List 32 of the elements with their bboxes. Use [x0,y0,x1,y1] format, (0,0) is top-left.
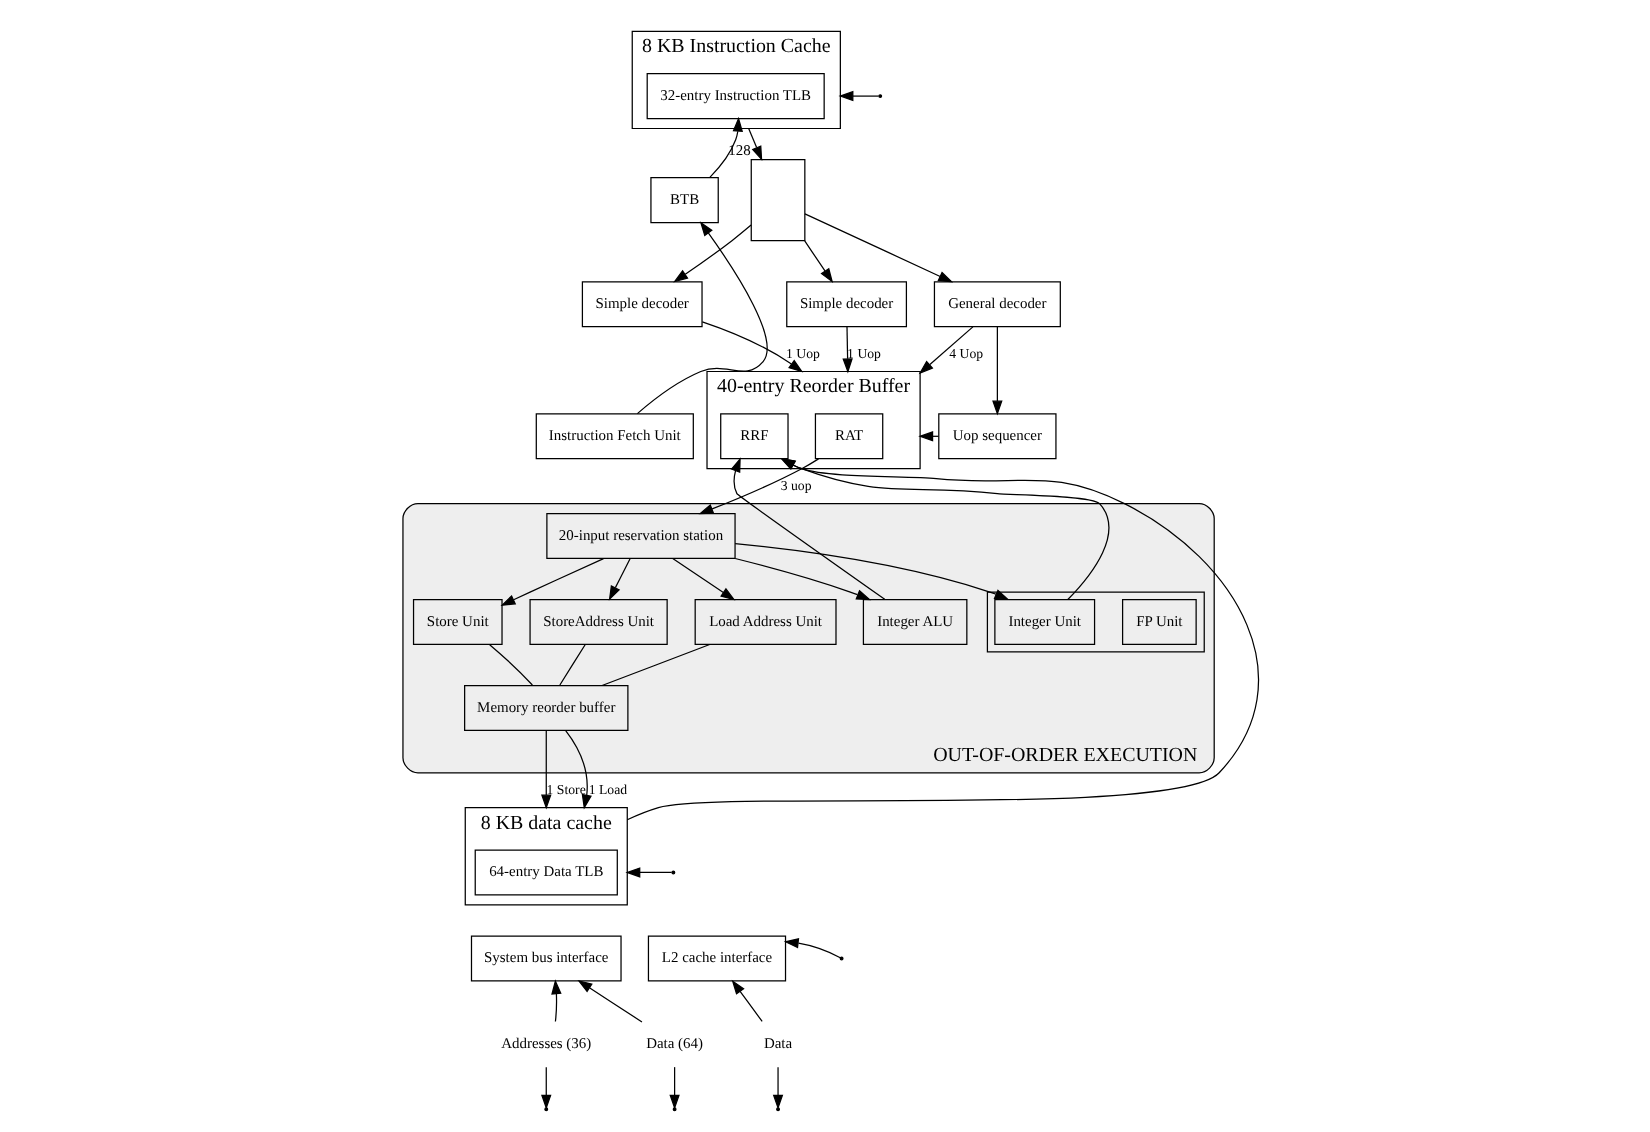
arrow [540,730,551,810]
arrow [499,558,604,606]
arrow [550,979,561,1023]
arrow [576,979,642,1023]
arrow [635,221,767,415]
connector [488,644,532,686]
arrow [841,326,852,374]
arrow [771,1066,783,1110]
arrow [991,326,1002,416]
arrow [733,543,1009,601]
arrow [729,457,885,600]
arrow [624,867,672,878]
arrow [747,127,762,162]
connector [600,643,710,687]
arrow [625,457,1259,821]
node-box [749,159,805,242]
arrow [733,557,871,601]
arrow [782,938,840,959]
arrow [803,213,953,283]
arrow [564,729,591,810]
arrow [917,326,973,375]
arrow [730,979,762,1023]
arrow [672,224,751,283]
arrow [671,557,735,601]
arrow [607,558,630,601]
arrow [697,458,819,515]
arrow [779,457,1109,601]
arrow [837,90,879,102]
arrow [700,321,803,373]
arrow [803,240,833,284]
connector [558,644,585,686]
arrow [708,116,743,178]
